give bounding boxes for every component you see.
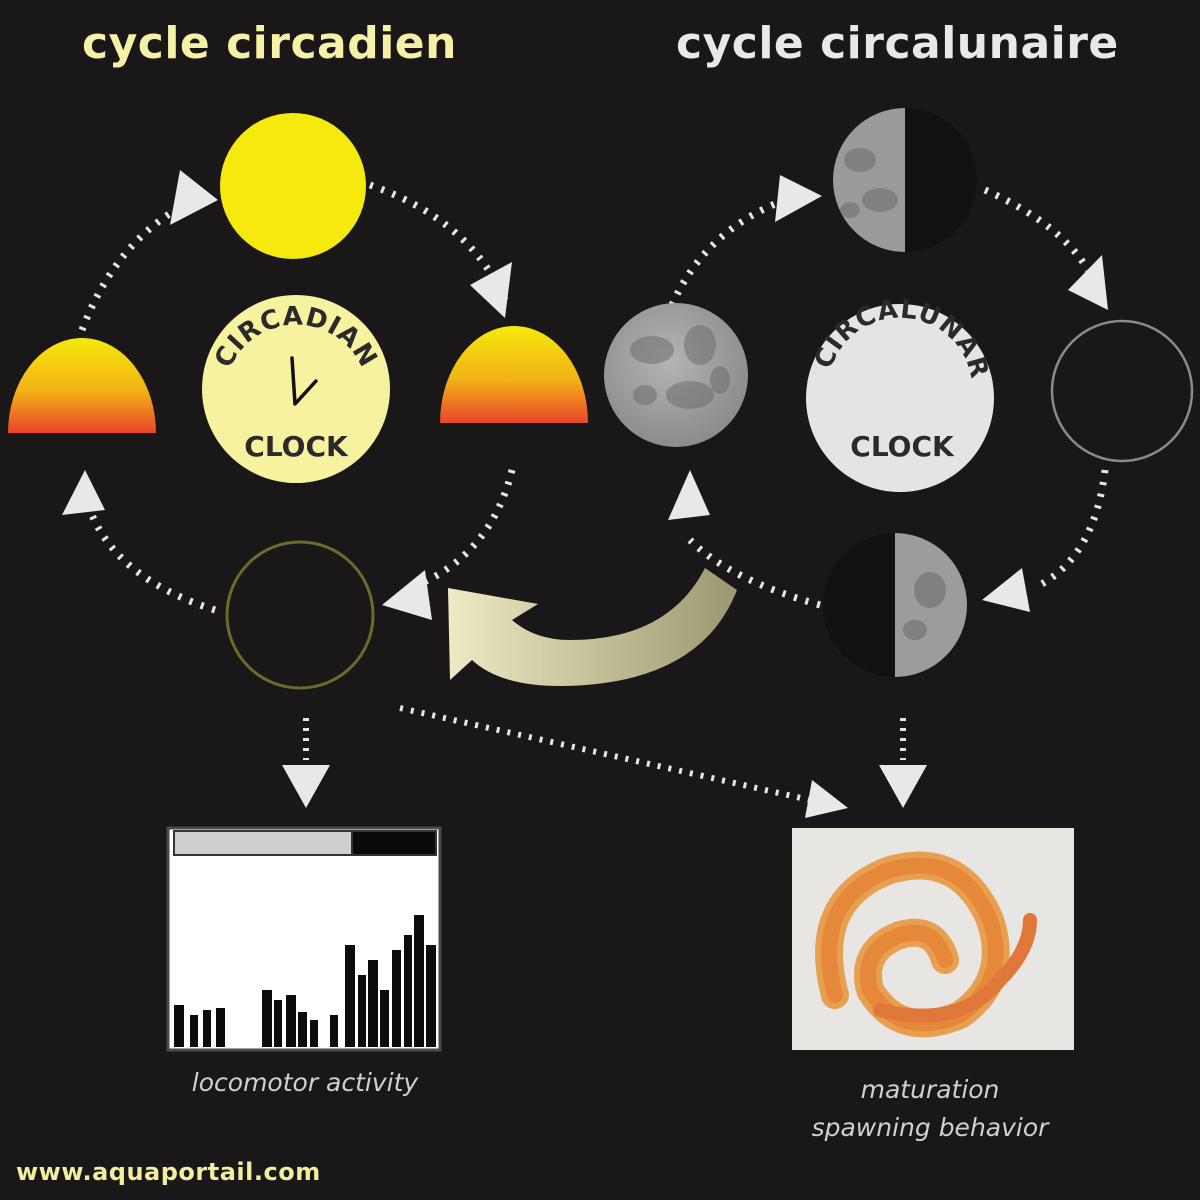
dotted-path-dusk-to-night [403,469,516,594]
arrowhead-to-worm-panel [805,780,848,818]
last-quarter-moon-icon [823,533,967,677]
title-circadian-cycle: cycle circadien [82,18,457,69]
dotted-path-first-quarter-to-new [983,186,1102,292]
caption-spawning-behavior: spawning behavior [811,1113,1049,1142]
dotted-path-night-to-maturation [399,705,811,803]
dark-phase-bar [351,830,437,856]
night-icon [225,540,375,690]
arrowhead-to-new-moon [1068,255,1108,310]
arrowhead-to-first-quarter [775,175,822,222]
arrowhead-to-activity [282,765,330,808]
circadian-clock: CIRCADIAN CLOCK [202,295,390,483]
caption-locomotor-activity: locomotor activity [191,1068,419,1097]
arrowhead-to-full-moon [668,470,710,520]
circalunar-clock-face [806,304,994,492]
dotted-path-new-to-last-quarter [1038,469,1109,589]
locomotor-activity-panel [166,826,442,1052]
watermark-link[interactable]: www.aquaportail.com [16,1158,321,1186]
dotted-path-noon-to-dusk [368,181,509,302]
arrowhead-to-last-quarter [982,568,1030,612]
arrowhead-to-dusk [470,262,512,318]
dotted-path-dawn-to-noon [78,191,207,332]
full-moon-icon [604,303,748,447]
clock-hands-icon [290,356,318,406]
circalunar-cycle: CIRCALUNAR CLOCK [604,108,1194,808]
coupling-arrow [448,568,737,686]
caption-maturation: maturation [860,1075,1000,1104]
circalunar-clock: CIRCALUNAR CLOCK [806,294,994,492]
arrowhead-to-maturation [879,765,927,808]
dotted-path-last-quarter-to-full [687,537,821,609]
circadian-clock-face [202,295,390,483]
arrowhead-to-night [382,570,432,620]
sunrise-icon [8,338,156,433]
new-moon-icon [1050,319,1194,463]
light-phase-bar [173,830,353,856]
polychaete-worm-icon [815,851,1037,1038]
arrowhead-to-dawn [62,470,105,515]
worm-photo-panel [792,828,1074,1050]
circadian-clock-label: CLOCK [244,430,349,463]
circadian-cycle: CIRCADIAN CLOCK [8,113,588,808]
dotted-path-night-to-dawn [88,513,217,614]
dotted-path-full-to-first-quarter [668,196,787,307]
circalunar-clock-label: CLOCK [850,430,955,463]
activity-histogram [174,915,436,1047]
sunset-icon [440,326,588,423]
first-quarter-moon-icon [833,108,977,252]
arrowhead-to-noon [170,170,218,225]
title-circalunar-cycle: cycle circalunaire [676,18,1119,69]
sun-icon [220,113,366,259]
